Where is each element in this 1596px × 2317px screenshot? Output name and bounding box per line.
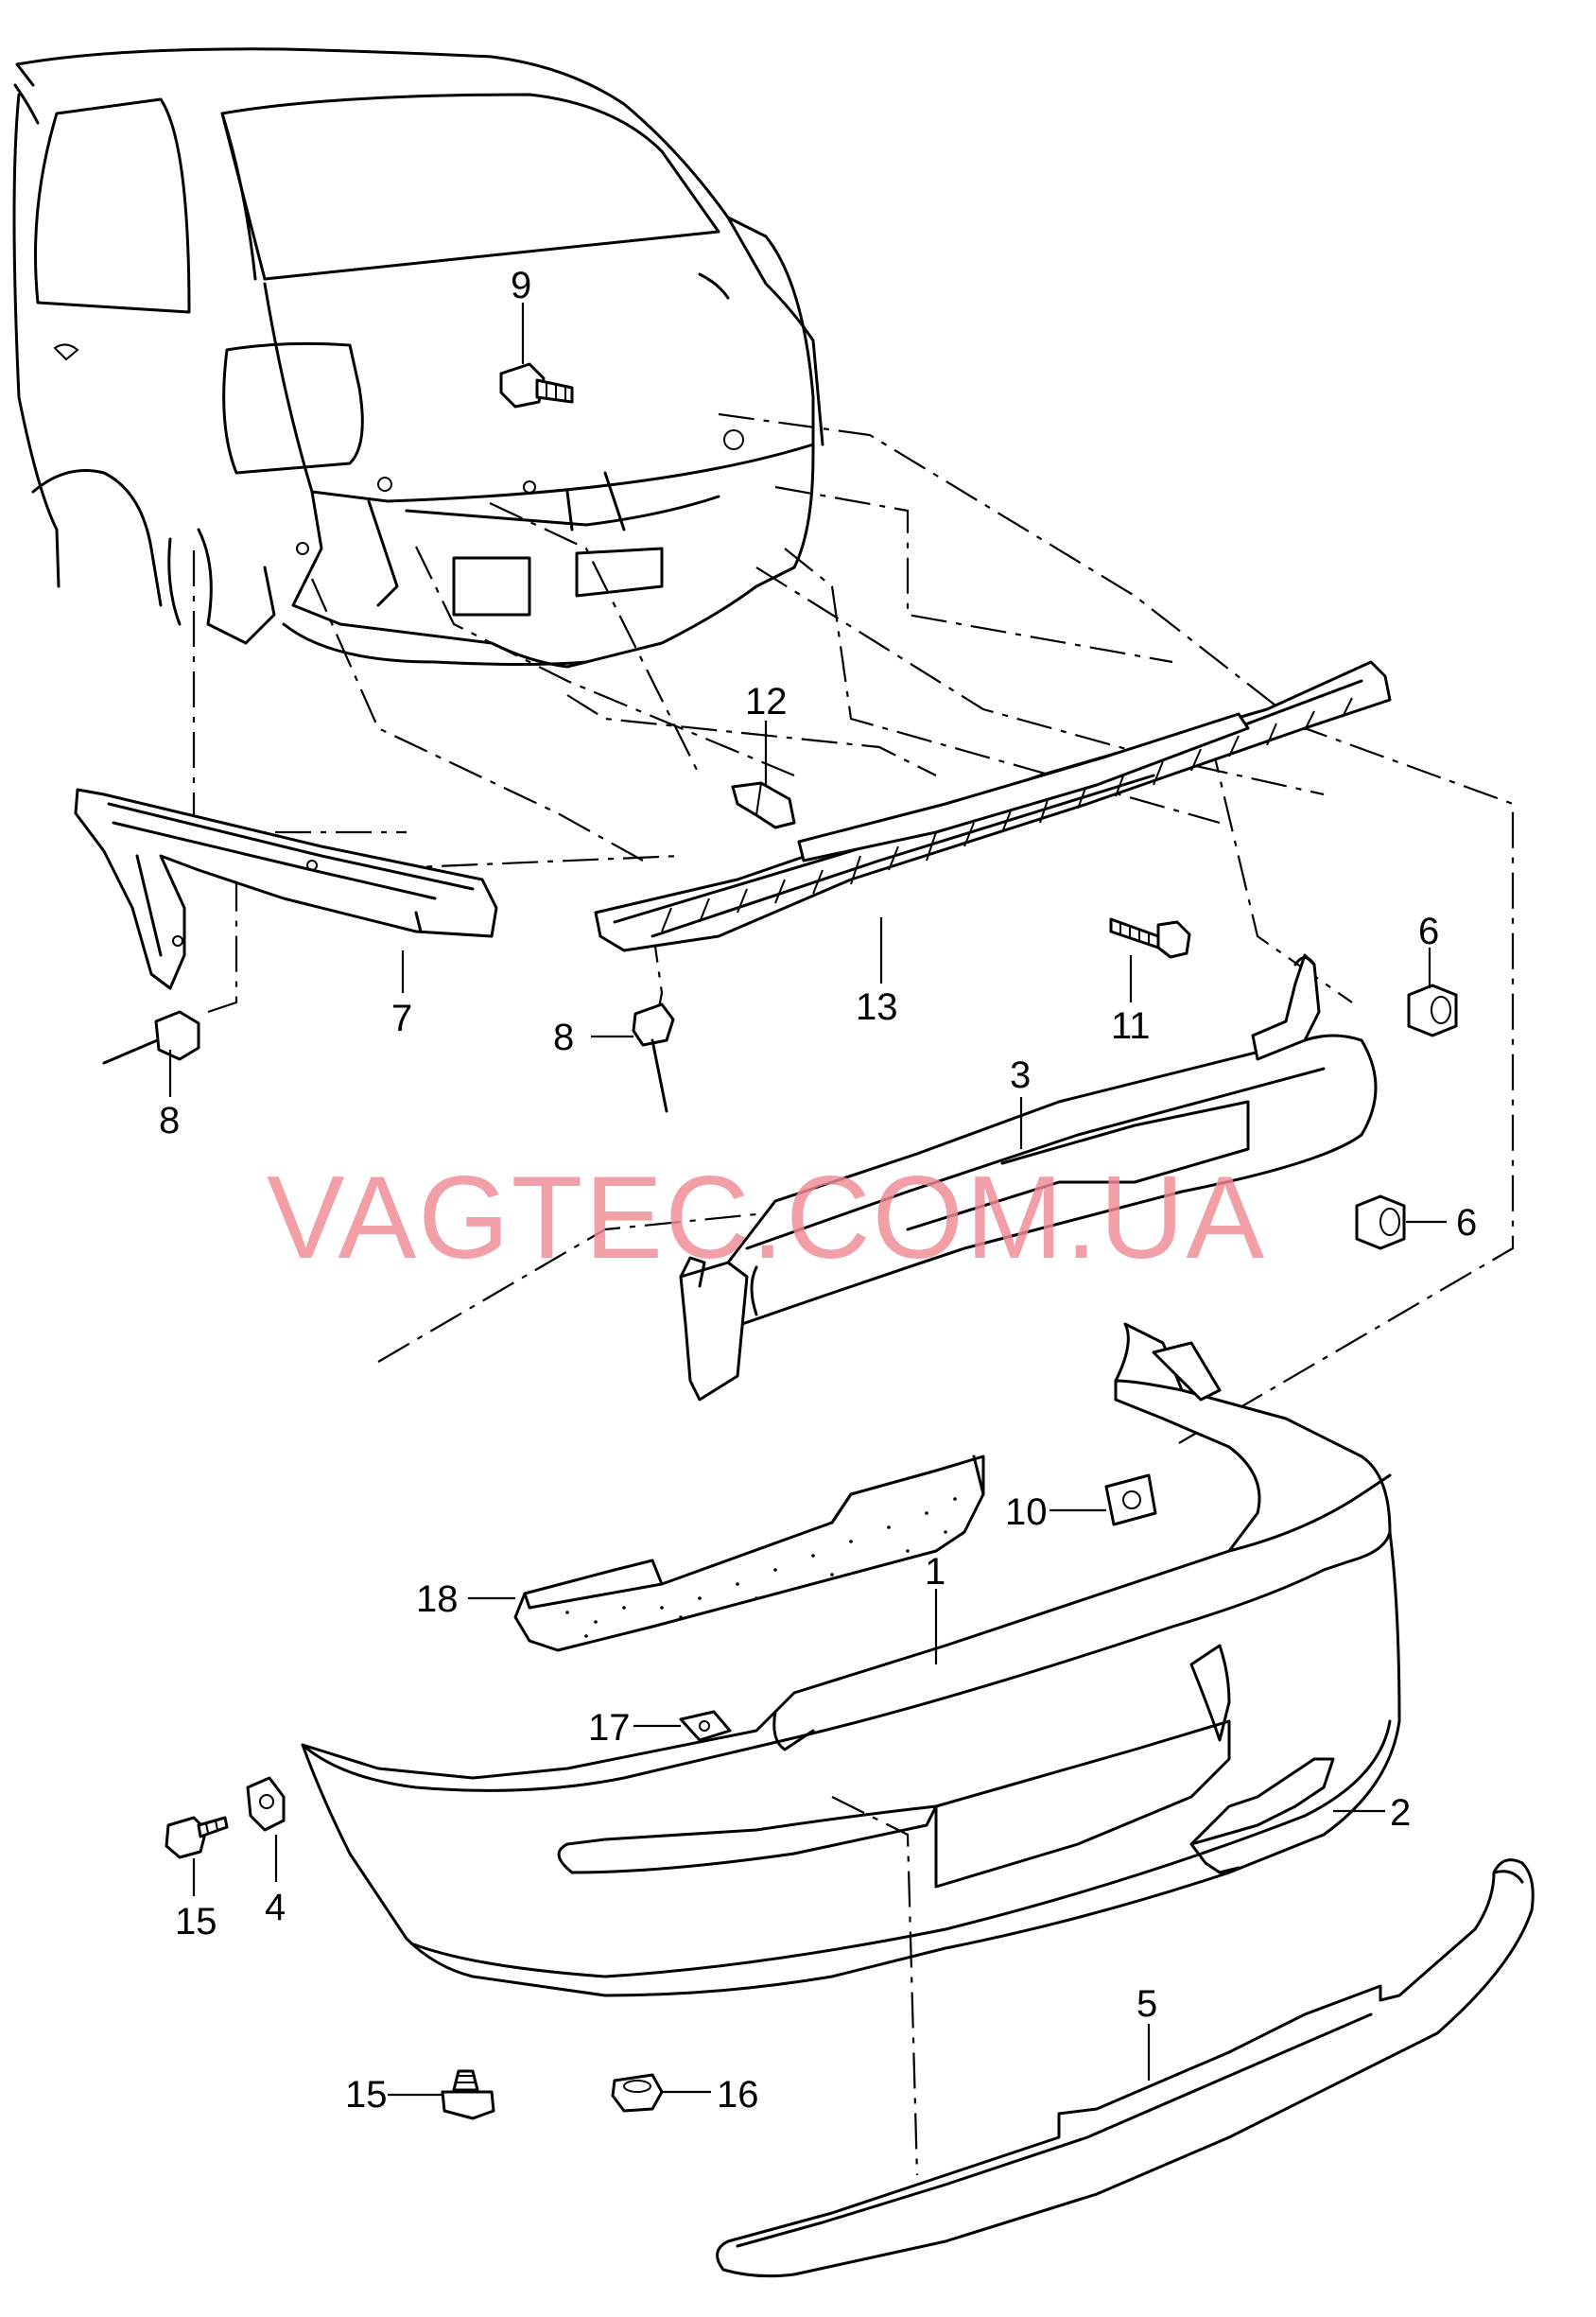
part-11-screw xyxy=(1109,917,1191,959)
part-16-nut xyxy=(611,2073,664,2113)
part-8-rivet-left xyxy=(102,1010,200,1065)
part-13-upper-guide xyxy=(594,660,1392,952)
callout-10: 10 xyxy=(1005,1491,1048,1533)
callout-2: 2 xyxy=(1390,1792,1411,1834)
leader-lines xyxy=(168,303,1447,2097)
absorber-dots xyxy=(565,1497,957,1638)
part-7-side-bracket xyxy=(74,788,498,990)
callout-8-left: 8 xyxy=(159,1100,180,1141)
callout-11: 11 xyxy=(1111,1005,1151,1047)
part-12-clip xyxy=(731,781,796,829)
callout-16: 16 xyxy=(717,2074,759,2116)
callout-labels: 9 12 7 13 11 6 8 8 3 6 10 1 18 17 2 4 15… xyxy=(159,265,1477,2116)
callout-15-lower: 15 xyxy=(345,2074,388,2116)
callout-15-upper: 15 xyxy=(175,1901,217,1942)
part-5-lower-trim xyxy=(716,1858,1535,2278)
callout-3: 3 xyxy=(1010,1054,1031,1096)
part-9-bolt xyxy=(499,362,574,409)
part-3-bumper-reinforcement xyxy=(679,953,1378,1402)
part-4-clip xyxy=(246,1776,286,1832)
callout-4: 4 xyxy=(265,1887,286,1928)
callout-17: 17 xyxy=(588,1707,631,1749)
callout-6-lower: 6 xyxy=(1456,1202,1477,1244)
part-6-nut-lower xyxy=(1355,1194,1406,1250)
assembly-guide-lines xyxy=(192,412,1515,2176)
part-18-energy-absorber xyxy=(513,1455,985,1652)
part-10-clip-nut xyxy=(1104,1473,1157,1526)
part-15-screw-upper xyxy=(165,1816,229,1859)
part-2-bracket xyxy=(1189,1757,1335,1874)
callout-1: 1 xyxy=(925,1551,945,1593)
callout-8-center: 8 xyxy=(553,1017,574,1058)
callout-6-upper: 6 xyxy=(1418,911,1439,952)
part-6-nut-upper xyxy=(1407,984,1458,1037)
callout-18: 18 xyxy=(416,1578,459,1620)
callout-7: 7 xyxy=(391,998,412,1039)
car-body-rear xyxy=(12,47,824,669)
watermark-text: VAGTEC.COM.UA xyxy=(267,1153,1266,1283)
callout-12: 12 xyxy=(745,681,788,723)
part-17-clip xyxy=(679,1710,732,1742)
callout-9: 9 xyxy=(511,265,531,306)
part-1-bumper-cover xyxy=(301,1322,1401,1997)
callout-13: 13 xyxy=(856,986,898,1028)
fasteners xyxy=(102,362,1458,2120)
part-15-screw-lower xyxy=(441,2069,495,2120)
callout-5: 5 xyxy=(1136,1983,1157,2025)
part-8-rivet-center xyxy=(632,1002,675,1113)
